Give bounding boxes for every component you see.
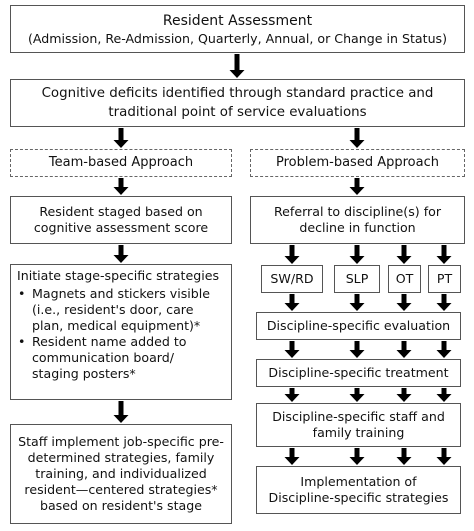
- arrow-problem-to-referral: [349, 178, 365, 195]
- implementation-box: Implementation of Discipline-specific st…: [256, 466, 461, 514]
- discipline-box-slp: SLP: [334, 265, 380, 293]
- arrow-staged-to-initiate: [113, 245, 129, 263]
- cognitive-deficits-line1: Cognitive deficits identified through st…: [41, 86, 434, 101]
- arrow-sw-rd-to-evaluation: [284, 294, 300, 311]
- bullet-resident-line3: staging posters*: [32, 366, 136, 381]
- discipline-treatment-box: Discipline-specific treatment: [256, 359, 461, 387]
- discipline-training-line1: Discipline-specific staff and: [272, 409, 445, 424]
- arrow-referral-to-sw-rd: [284, 245, 300, 264]
- arrow-pt-to-evaluation: [436, 294, 452, 311]
- resident-assessment-box: Resident Assessment (Admission, Re-Admis…: [10, 5, 465, 53]
- arrow-treatment-to-training-sw-rd: [284, 388, 300, 402]
- resident-staged-line1: Resident staged based on: [39, 204, 203, 219]
- staff-implement-line4: resident—centered strategies*: [24, 482, 218, 497]
- discipline-evaluation-box: Discipline-specific evaluation: [256, 312, 461, 340]
- arrow-slp-to-evaluation: [349, 294, 365, 311]
- arrow-training-to-implementation-sw-rd: [284, 448, 300, 465]
- referral-box: Referral to discipline(s) for decline in…: [250, 196, 465, 244]
- problem-based-approach-box: Problem-based Approach: [250, 149, 465, 177]
- arrow-cognitive-to-team: [113, 128, 129, 148]
- discipline-label-pt: PT: [436, 271, 453, 286]
- bullet-magnets-line2: (i.e., resident's door, care: [32, 302, 194, 317]
- bullet-magnets-line1: Magnets and stickers visible: [32, 286, 211, 301]
- resident-staged-line2: cognitive assessment score: [33, 220, 209, 235]
- arrow-evaluation-to-treatment-pt: [436, 341, 452, 358]
- bullet-magnets-line3: plan, medical equipment)*: [32, 318, 201, 333]
- discipline-label-slp: SLP: [345, 271, 369, 286]
- discipline-treatment-label: Discipline-specific treatment: [268, 365, 449, 380]
- discipline-box-pt: PT: [428, 265, 461, 293]
- arrow-initiate-to-staff: [113, 401, 129, 423]
- resident-assessment-subtitle: (Admission, Re-Admission, Quarterly, Ann…: [27, 30, 448, 46]
- staff-implement-line1: Staff implement job-specific pre-: [18, 434, 224, 449]
- cognitive-deficits-box: Cognitive deficits identified through st…: [10, 79, 465, 127]
- initiate-strategies-box: Initiate stage-specific strategies Magne…: [10, 264, 232, 400]
- staff-implement-line5: based on resident's stage: [39, 498, 203, 513]
- bullet-magnets-stickers: Magnets and stickers visible (i.e., resi…: [15, 286, 219, 334]
- arrow-referral-to-slp: [349, 245, 365, 264]
- arrow-cognitive-to-problem: [349, 128, 365, 148]
- team-based-approach-label: Team-based Approach: [48, 155, 194, 170]
- staff-implement-box: Staff implement job-specific pre- determ…: [10, 424, 232, 524]
- problem-based-approach-label: Problem-based Approach: [276, 155, 439, 170]
- resident-assessment-title: Resident Assessment: [162, 12, 313, 29]
- arrow-treatment-to-training-slp: [349, 388, 365, 402]
- implementation-line2: Discipline-specific strategies: [268, 490, 449, 505]
- arrow-treatment-to-training-ot: [396, 388, 412, 402]
- arrow-evaluation-to-treatment-sw-rd: [284, 341, 300, 358]
- arrow-evaluation-to-treatment-slp: [349, 341, 365, 358]
- arrow-evaluation-to-treatment-ot: [396, 341, 412, 358]
- arrow-referral-to-pt: [436, 245, 452, 264]
- discipline-label-ot: OT: [395, 271, 414, 286]
- implementation-line1: Implementation of: [300, 474, 417, 489]
- arrow-team-to-staged: [113, 178, 129, 195]
- discipline-training-line2: family training: [312, 425, 405, 440]
- referral-line2: decline in function: [299, 220, 416, 235]
- arrow-referral-to-ot: [396, 245, 412, 264]
- bullet-resident-name: Resident name added to communication boa…: [15, 334, 219, 382]
- referral-line1: Referral to discipline(s) for: [273, 204, 442, 219]
- discipline-training-box: Discipline-specific staff and family tra…: [256, 403, 461, 447]
- staff-implement-line3: training, and individualized: [35, 466, 207, 481]
- arrow-training-to-implementation-pt: [436, 448, 452, 465]
- cognitive-deficits-line2: traditional point of service evaluations: [108, 105, 367, 120]
- team-based-approach-box: Team-based Approach: [10, 149, 232, 177]
- discipline-evaluation-label: Discipline-specific evaluation: [266, 318, 451, 333]
- discipline-box-ot: OT: [388, 265, 421, 293]
- bullet-resident-line1: Resident name added to: [32, 334, 187, 349]
- discipline-box-sw-rd: SW/RD: [261, 265, 323, 293]
- discipline-label-sw-rd: SW/RD: [270, 271, 314, 286]
- staff-implement-line2: determined strategies, family: [27, 450, 215, 465]
- arrow-assessment-to-cognitive: [229, 54, 245, 78]
- resident-staged-box: Resident staged based on cognitive asses…: [10, 196, 232, 244]
- initiate-strategies-heading: Initiate stage-specific strategies: [17, 268, 220, 283]
- arrow-training-to-implementation-ot: [396, 448, 412, 465]
- arrow-ot-to-evaluation: [396, 294, 412, 311]
- arrow-training-to-implementation-slp: [349, 448, 365, 465]
- bullet-resident-line2: communication board/: [32, 350, 175, 365]
- arrow-treatment-to-training-pt: [436, 388, 452, 402]
